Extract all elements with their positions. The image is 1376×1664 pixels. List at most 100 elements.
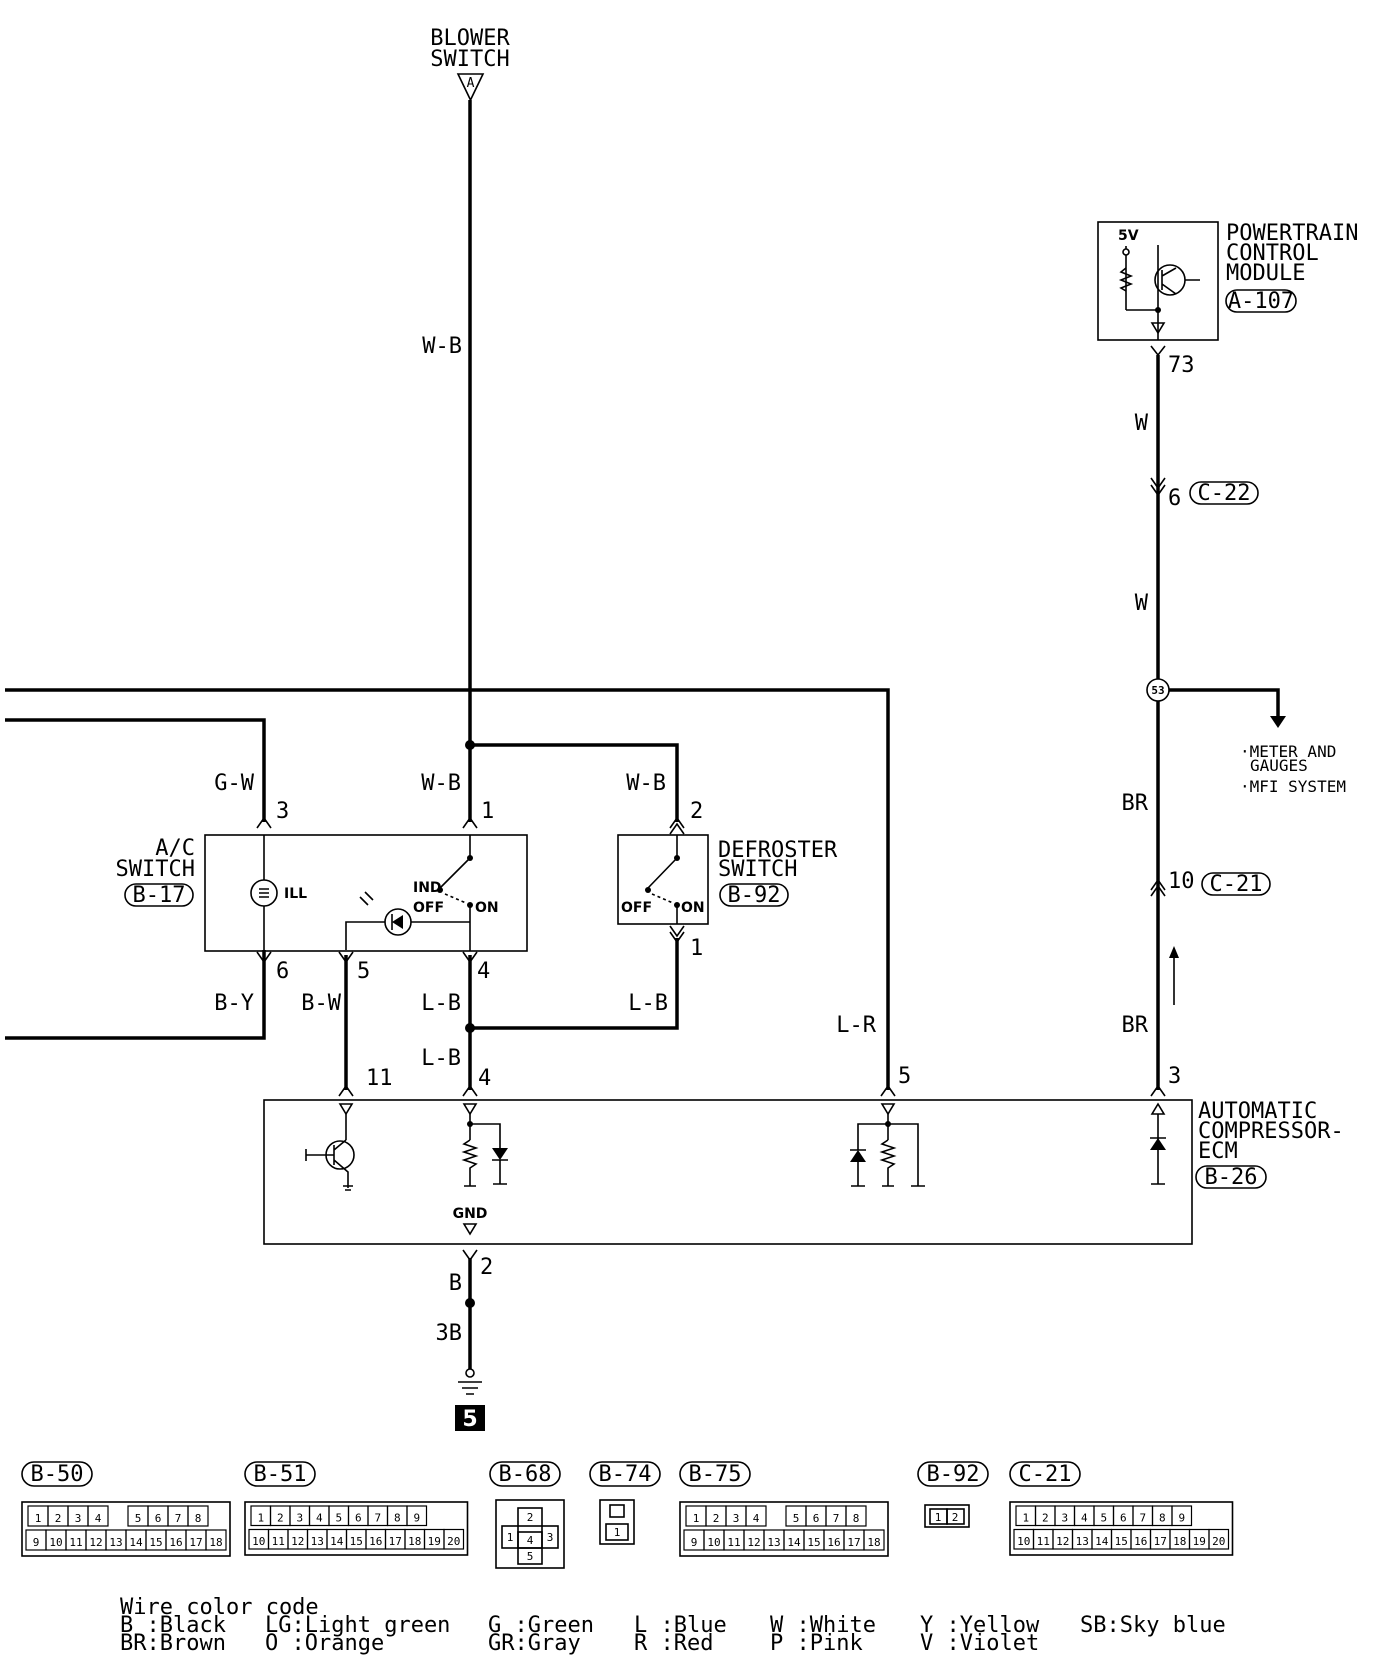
def-off-label: OFF: [621, 900, 652, 916]
connector-pin: 7: [1139, 1512, 1146, 1525]
connector-pin: 15: [1115, 1535, 1128, 1548]
connector-pin: 1: [257, 1512, 264, 1525]
connector-cell: [863, 1529, 885, 1551]
ecm-box: [263, 1099, 1193, 1245]
wire-label-lb-def: L-B: [628, 991, 668, 1016]
wire-label-lb-ecm: L-B: [421, 1046, 461, 1071]
connector-pin: 18: [209, 1536, 222, 1549]
junction-53-label: 53: [1151, 684, 1164, 697]
connector-pin: 9: [691, 1536, 698, 1549]
ind-led-rays: [359, 891, 374, 906]
wire-label-b: B: [449, 1271, 462, 1296]
connector-pin: 16: [369, 1535, 382, 1548]
connector-pin: 14: [129, 1536, 143, 1549]
legend-entry: BR:Brown: [120, 1631, 226, 1656]
connector-housing: [21, 1501, 231, 1557]
blower-connector-triangle: [456, 73, 485, 102]
dest-meter-1: ·METER AND: [1240, 742, 1336, 761]
legend-entry: V :Violet: [920, 1631, 1039, 1656]
connector-c21-bubble: [1009, 1461, 1081, 1487]
b74-cell-1: [605, 1523, 629, 1541]
def-contact-arm: [647, 857, 678, 889]
ac-contact-dash: [444, 893, 467, 904]
connector-pin: 14: [1095, 1535, 1109, 1548]
ac-switch-label-2: SWITCH: [116, 857, 195, 882]
pcm-code: A-107: [1228, 289, 1294, 314]
ecm-11-input-triangle: [338, 1103, 354, 1116]
connector-pin: 17: [847, 1536, 860, 1549]
wire-label-lb-ac: L-B: [421, 991, 461, 1016]
connector-pin: 17: [189, 1536, 202, 1549]
ecm-5-diode-bar: [850, 1149, 925, 1187]
wire-lr: [5, 688, 890, 1090]
connector-pin: 3: [75, 1512, 82, 1525]
ecm-4-diode-bar: [492, 1159, 508, 1185]
connector-pin: 13: [109, 1536, 122, 1549]
ecm-3-diode-icon: [1150, 1138, 1166, 1150]
ecm-pin11-mark: [338, 1084, 354, 1097]
c21-bubble: [1201, 872, 1271, 896]
ecm-transistor-legs: [305, 1139, 353, 1191]
b68-pin-4: 4: [527, 1534, 534, 1547]
connector-pin: 9: [413, 1512, 420, 1525]
connector-pin: 16: [169, 1536, 182, 1549]
connector-pin: 8: [853, 1512, 860, 1525]
ecm-pin11: 11: [366, 1066, 393, 1091]
ecm-gnd-label: GND: [453, 1206, 488, 1222]
c22-pin: 6: [1168, 486, 1181, 511]
pcm-code-bubble: [1225, 289, 1297, 313]
connector-pin: 6: [1120, 1512, 1127, 1525]
pcm-voltage: 5V: [1118, 228, 1139, 244]
connector-pin: 12: [89, 1536, 102, 1549]
connector-b92-housing: [924, 1504, 970, 1528]
connector-pin: 12: [747, 1536, 760, 1549]
b68-pin-3: 3: [547, 1531, 554, 1544]
connector-pin: 18: [867, 1536, 880, 1549]
ac-pin6: 6: [276, 959, 289, 984]
defroster-label-2: SWITCH: [718, 857, 797, 882]
wire-label-w1: W: [1135, 411, 1149, 436]
ecm-code-bubble: [1195, 1165, 1267, 1189]
connector-pin: 3: [296, 1512, 303, 1525]
connector-pin: 5: [1100, 1512, 1107, 1525]
b92-pin-2: 2: [952, 1511, 959, 1524]
ac-switch-box: [204, 834, 528, 952]
connector-pin: 12: [291, 1535, 304, 1548]
connector-housing: [1009, 1501, 1234, 1556]
ecm-4-input-triangle: [462, 1103, 478, 1116]
connector-cell: [205, 1529, 227, 1551]
ecm-label-2: COMPRESSOR-: [1198, 1119, 1344, 1144]
legend-entry: B :Black: [120, 1613, 226, 1638]
ecm-gnd-triangle: [462, 1223, 478, 1236]
connector-b74-code: B-74: [599, 1462, 652, 1487]
defroster-code: B-92: [728, 883, 781, 908]
connector-pin: 17: [1154, 1535, 1167, 1548]
connector-pin: 11: [69, 1536, 82, 1549]
connector-pin: 4: [753, 1512, 760, 1525]
connector-pin: 3: [1061, 1512, 1068, 1525]
ground-number: 5: [462, 1407, 477, 1432]
ac-pin6-mark: [256, 951, 272, 964]
connector-b92-bubble: [917, 1461, 989, 1487]
connector-pin: 9: [33, 1536, 40, 1549]
pcm-pin73: 73: [1168, 353, 1195, 378]
connector-pin: 9: [1178, 1512, 1185, 1525]
dest-mfi: ·MFI SYSTEM: [1240, 777, 1346, 796]
ecm-5-branch: [857, 1123, 919, 1186]
connector-pin: 8: [1159, 1512, 1166, 1525]
connector-pin: 6: [813, 1512, 820, 1525]
wire-label-bw: B-W: [301, 991, 341, 1016]
b74-pin-1: 1: [614, 1526, 621, 1539]
connector-b51-bubble: [244, 1461, 316, 1487]
connector-pin: 11: [1037, 1535, 1050, 1548]
ground-icon: [458, 1381, 482, 1395]
connector-pin: 1: [693, 1512, 700, 1525]
connector-b74-bubble: [589, 1461, 661, 1487]
connector-pin: 2: [277, 1512, 284, 1525]
connector-pin: 15: [350, 1535, 363, 1548]
connector-c21-code: C-21: [1019, 1462, 1072, 1487]
ill-lamp-filament: [259, 888, 269, 898]
connector-pin: 3: [733, 1512, 740, 1525]
